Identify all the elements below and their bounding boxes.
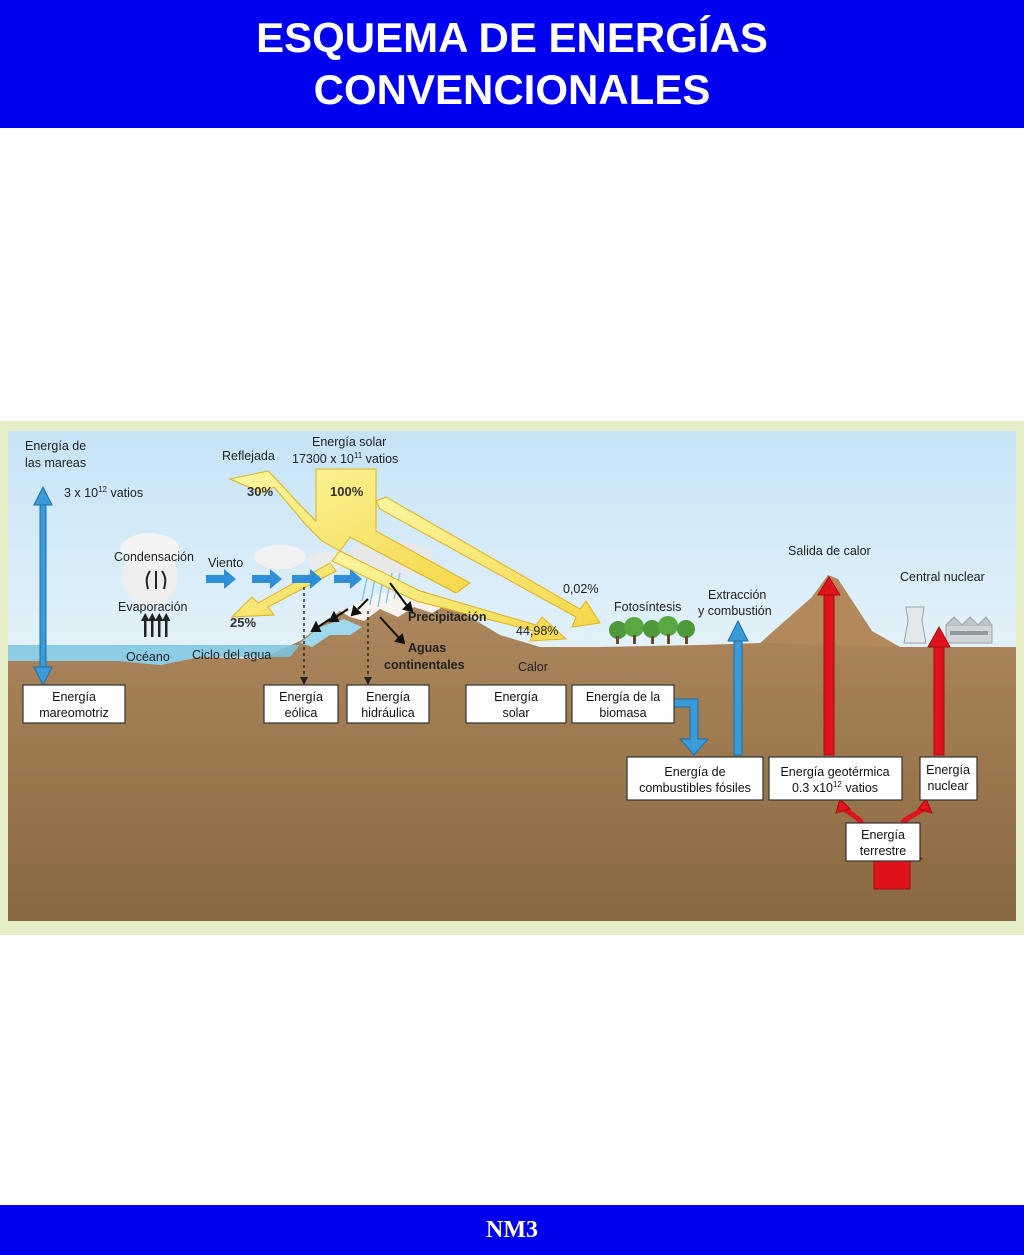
box-mareomotriz-line-2: mareomotriz (39, 706, 108, 720)
box-hidraulica-line-1: Energía (366, 690, 410, 704)
box-solar: Energía solar (465, 684, 567, 724)
geothermal-heat-arrow (817, 576, 841, 756)
pct-25: 25% (230, 615, 256, 630)
box-nuclear-line-2: nuclear (928, 779, 969, 793)
tides-arrow (33, 485, 53, 687)
water-cycle-label: Ciclo del agua (192, 648, 271, 662)
box-geotermica-value: 0.3 x1012 vatios (792, 780, 878, 795)
nuclear-plant-label: Central nuclear (900, 570, 985, 584)
box-geotermica: Energía geotérmica 0.3 x1012 vatios (768, 756, 903, 801)
extraction-label-line-1: Extracción (708, 588, 766, 602)
ground (8, 577, 1016, 921)
title-banner: ESQUEMA DE ENERGÍAS CONVENCIONALES (0, 0, 1024, 128)
page-title-line-1: ESQUEMA DE ENERGÍAS (256, 14, 768, 61)
footer-banner: NM3 (0, 1205, 1024, 1255)
precipitation-pointers (310, 582, 414, 645)
box-biomasa-line-2: biomasa (599, 706, 646, 720)
solar-energy-label: Energía solar (312, 435, 386, 449)
box-nuclear: Energía nuclear (919, 756, 978, 801)
extraction-arrow (727, 619, 749, 756)
pct-0-02: 0,02% (563, 582, 598, 596)
box-fosiles: Energía de combustibles fósiles (626, 756, 764, 801)
box-terrestre: Energía terrestre (845, 822, 921, 862)
nuclear-energy-arrow (927, 625, 951, 756)
box-fosiles-line-2: combustibles fósiles (639, 781, 751, 795)
solar-energy-value: 17300 x 1011 vatios (292, 451, 398, 466)
dashed-connectors (300, 587, 372, 685)
box-hidraulica: Energía hidráulica (346, 684, 430, 724)
box-fosiles-line-1: Energía de (664, 765, 725, 779)
mountain-water (300, 619, 362, 647)
pct-100: 100% (330, 484, 364, 499)
page-title: ESQUEMA DE ENERGÍAS CONVENCIONALES (0, 12, 1024, 116)
box-solar-line-1: Energía (494, 690, 538, 704)
mareas-label-line-1: Energía de (25, 439, 86, 453)
ocean (8, 645, 300, 665)
box-hidraulica-line-2: hidráulica (361, 706, 415, 720)
evaporation-arrows (141, 613, 171, 637)
box-eolica: Energía eólica (263, 684, 339, 724)
ocean-label: Océano (126, 650, 170, 664)
box-biomasa: Energía de la biomasa (571, 684, 675, 724)
extraction-label-line-2: y combustión (698, 604, 772, 618)
box-nuclear-line-1: Energía (926, 763, 970, 777)
box-eolica-line-2: eólica (285, 706, 318, 720)
wind-arrows (206, 569, 362, 589)
box-mareomotriz: Energía mareomotriz (22, 684, 126, 724)
box-solar-line-2: solar (502, 706, 529, 720)
footer-label: NM3 (486, 1217, 538, 1243)
continental-waters-line-2: continentales (384, 658, 465, 672)
box-terrestre-line-1: Energía (861, 828, 905, 842)
biomass-to-fossil-arrow (673, 698, 710, 756)
reflected-label: Reflejada (222, 449, 275, 463)
box-biomasa-line-1: Energía de la (586, 690, 660, 704)
photosynthesis-label: Fotosíntesis (614, 600, 681, 614)
mareas-label-line-2: las mareas (25, 456, 86, 470)
energy-diagram: Energía de las mareas 3 x 1012 vatios En… (0, 421, 1024, 935)
precipitation-label: Precipitación (408, 610, 487, 624)
box-mareomotriz-line-1: Energía (52, 690, 96, 704)
mareas-value: 3 x 1012 vatios (64, 485, 143, 500)
condensation-arrows (145, 570, 167, 590)
nuclear-plant-icon (903, 606, 993, 644)
heat-output-label: Salida de calor (788, 544, 871, 558)
evaporation-label: Evaporación (118, 600, 188, 614)
heat-label: Calor (518, 660, 548, 674)
box-geotermica-line-1: Energía geotérmica (780, 765, 889, 779)
pct-44-98: 44,98% (516, 624, 558, 638)
box-terrestre-line-2: terrestre (860, 844, 907, 858)
condensation-label: Condensación (114, 550, 194, 564)
continental-waters-line-1: Aguas (408, 641, 446, 655)
trees-icon (609, 616, 695, 644)
wind-label: Viento (208, 556, 243, 570)
pct-30: 30% (247, 484, 273, 499)
page-title-line-2: CONVENCIONALES (313, 66, 711, 113)
box-eolica-line-1: Energía (279, 690, 323, 704)
